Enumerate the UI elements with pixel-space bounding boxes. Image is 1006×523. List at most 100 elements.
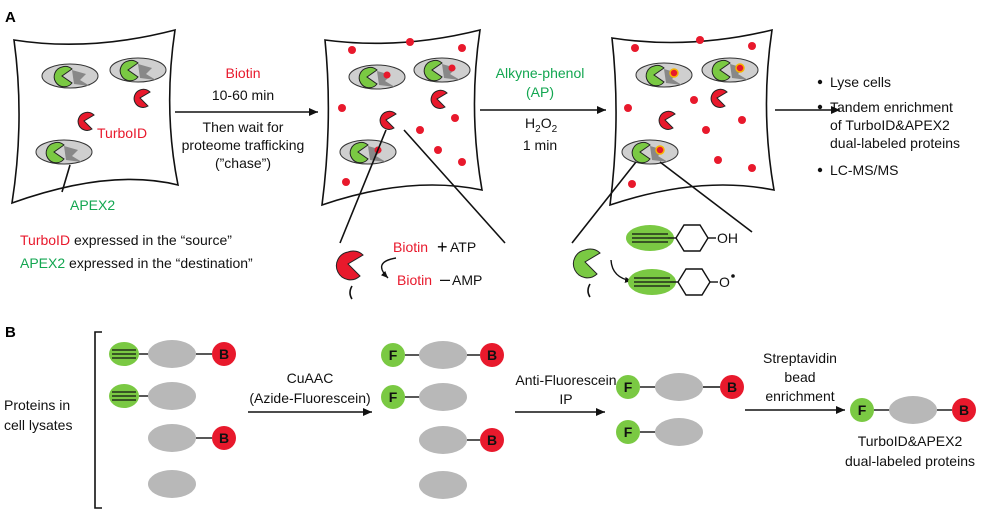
step1-chase-2: proteome trafficking <box>182 137 305 153</box>
bullet-3: LC-MS/MS <box>830 162 898 178</box>
fluorescein-tag <box>616 420 640 444</box>
organelle <box>635 62 693 88</box>
protein <box>655 418 703 446</box>
biotin-dot <box>714 156 722 164</box>
output-label-2: dual-labeled proteins <box>845 453 975 469</box>
biotin-dot <box>690 96 698 104</box>
protein-blob-icon <box>138 64 156 80</box>
dual-label-dot <box>669 68 679 78</box>
biotin-dot <box>348 46 356 54</box>
ap-reaction: OH O <box>572 224 738 298</box>
biotin-dot <box>702 126 710 134</box>
ip-label-2: IP <box>559 391 572 407</box>
apex2-pacman-icon <box>711 59 731 82</box>
panel-a-label: A <box>5 9 16 26</box>
fluorescein-tag <box>381 385 405 409</box>
cuaac-label-2: (Azide-Fluorescein) <box>249 390 370 406</box>
apex2-pacman-icon <box>572 248 601 279</box>
protein <box>148 340 196 368</box>
rxn-biotin-amp-biotin: Biotin <box>397 272 432 288</box>
protein <box>419 383 467 411</box>
organelle <box>413 57 471 83</box>
organelle <box>35 139 93 165</box>
zoom-line-right <box>403 129 506 244</box>
zoom-line-left <box>571 161 637 244</box>
biotin-tag-label: B <box>727 379 737 395</box>
biotin-tag <box>720 375 744 399</box>
organelle <box>339 139 397 165</box>
apex2-pacman-icon <box>53 65 73 88</box>
biotin-dot <box>342 178 350 186</box>
fluorescein-tag <box>381 343 405 367</box>
fluorescein-tag-label: F <box>624 424 633 440</box>
input-label-1: Proteins in <box>4 397 70 413</box>
fluorescein-tag-label: F <box>389 347 398 363</box>
turboid-label: TurboID <box>97 125 147 141</box>
step1-chase-1: Then wait for <box>203 119 284 135</box>
protein-row-fluorescein: F <box>616 418 703 446</box>
bullet-dot <box>817 79 823 85</box>
biotin-dot <box>458 44 466 52</box>
biotin-reaction: Biotin + ATP Biotin – AMP <box>335 237 482 300</box>
turboid-pacman-icon <box>710 88 728 108</box>
biotin-tag <box>212 342 236 366</box>
biotin-tag-label: B <box>959 402 969 418</box>
step1-time: 10-60 min <box>212 87 274 103</box>
bullet-dot <box>817 104 823 110</box>
cell-1-membrane <box>11 28 180 205</box>
bullet-dot <box>817 167 823 173</box>
biotin-tag-label: B <box>219 430 229 446</box>
rxn-biotin: Biotin <box>393 239 428 255</box>
biotin-tag <box>480 343 504 367</box>
protein-row-fluorescein: F <box>381 383 467 411</box>
protein <box>419 341 467 369</box>
tether-line <box>587 283 591 298</box>
rxn-oh: OH <box>717 230 738 246</box>
protein <box>419 471 467 499</box>
turboid-pacman-icon <box>133 88 151 108</box>
legend-dest-text: expressed in the “destination” <box>65 255 253 271</box>
biotin-dot <box>448 64 456 72</box>
step1-chase-3: (”chase”) <box>215 155 271 171</box>
h2o2-sub2: 2 <box>552 124 558 135</box>
tether-line <box>349 285 353 300</box>
fluorescein-tag-label: F <box>389 389 398 405</box>
protein-blob-icon <box>64 146 82 162</box>
h2o2-o: O <box>541 115 552 131</box>
organelle <box>621 139 679 165</box>
apex2-pacman-icon <box>423 59 443 82</box>
apex2-pacman-icon <box>349 141 369 164</box>
strep-label-2: bead <box>784 369 815 385</box>
panel-b-label: B <box>5 324 16 341</box>
zoom-line-right <box>659 161 753 233</box>
reaction-arrow <box>380 257 397 279</box>
biotin-dot <box>738 116 746 124</box>
rxn-dash: – <box>440 269 450 289</box>
protein-row-unlabeled <box>148 470 196 498</box>
reaction-arrow <box>610 259 633 283</box>
biotin-dot <box>631 44 639 52</box>
ip-label-1: Anti-Fluorescein <box>515 372 616 388</box>
protein-row-alkyne <box>109 382 196 410</box>
final-dual-labeled-protein: F B <box>850 396 976 424</box>
protein <box>655 373 703 401</box>
h2o2-sub1: 2 <box>535 124 541 135</box>
radical-dot <box>731 274 735 278</box>
biotin-dot <box>748 164 756 172</box>
protein-blob-icon <box>72 70 90 86</box>
biotin-tag-label: B <box>219 346 229 362</box>
cell-3 <box>609 28 775 207</box>
protein-row-unlabeled <box>419 471 467 499</box>
input-label-2: cell lysates <box>4 417 72 433</box>
biotin-tag <box>480 428 504 452</box>
dual-label-dot <box>655 145 665 155</box>
protein-row-dual: F B <box>381 341 504 369</box>
biotin-tag <box>212 426 236 450</box>
protein <box>148 382 196 410</box>
apex2-pointer-line <box>61 164 71 193</box>
fluorescein-tag <box>616 375 640 399</box>
apex2-pacman-icon <box>645 64 665 87</box>
strep-label-3: enrichment <box>765 388 834 404</box>
